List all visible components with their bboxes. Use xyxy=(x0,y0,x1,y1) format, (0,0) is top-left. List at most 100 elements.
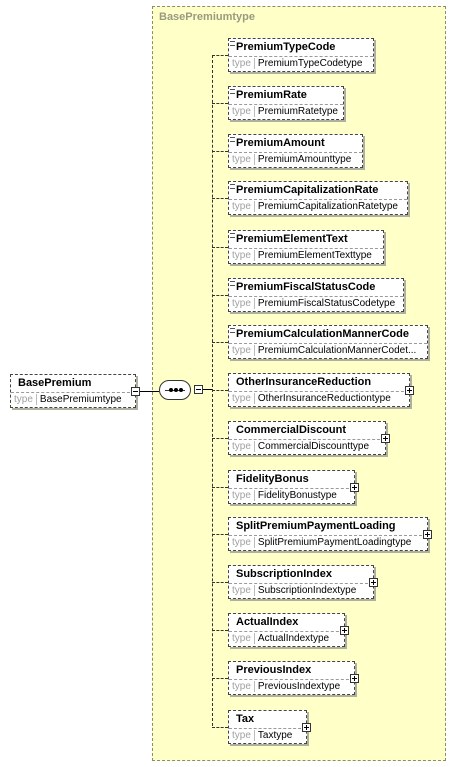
child-element-name: PremiumCalculationMannerCode xyxy=(236,328,409,340)
child-element-type: PremiumRatetype xyxy=(253,106,338,117)
expand-toggle[interactable] xyxy=(369,578,378,587)
child-element-type: PremiumTypeCodetype xyxy=(253,58,363,69)
type-keyword: type xyxy=(232,298,251,309)
child-connector xyxy=(212,727,228,728)
child-connector xyxy=(212,487,228,488)
expand-toggle[interactable] xyxy=(350,674,359,683)
child-connector xyxy=(212,342,228,343)
sequence-compositor[interactable] xyxy=(159,380,191,400)
child-element-name: PremiumCapitalizationRate xyxy=(236,184,379,196)
root-element-name: BasePremium xyxy=(18,377,92,389)
complex-type-title: BasePremiumtype xyxy=(159,11,255,23)
divider xyxy=(229,199,407,200)
child-element-name: PreviousIndex xyxy=(236,664,312,676)
simple-content-icon xyxy=(230,328,235,333)
child-connector xyxy=(212,678,228,679)
child-connector xyxy=(212,295,228,296)
divider xyxy=(229,439,385,440)
divider xyxy=(229,152,362,153)
divider xyxy=(229,391,409,392)
child-element-name: PremiumAmount xyxy=(236,137,325,149)
divider xyxy=(229,248,383,249)
divider xyxy=(229,728,306,729)
sequence-dot xyxy=(169,388,173,392)
expand-toggle[interactable] xyxy=(350,483,359,492)
divider xyxy=(229,343,427,344)
simple-content-icon xyxy=(230,137,235,142)
child-connector xyxy=(212,247,228,248)
simple-content-icon xyxy=(230,41,235,46)
child-element-name: PremiumRate xyxy=(236,89,307,101)
child-element-type: CommercialDiscounttype xyxy=(253,441,370,452)
sequence-dot xyxy=(174,388,178,392)
divider xyxy=(229,679,354,680)
child-element-type: SubscriptionIndextype xyxy=(253,585,357,596)
divider xyxy=(229,104,343,105)
child-connector xyxy=(212,534,228,535)
child-connector xyxy=(212,630,228,631)
type-keyword: type xyxy=(232,633,251,644)
child-element-type: PremiumFiscalStatusCodetype xyxy=(253,298,396,309)
divider xyxy=(229,631,344,632)
expand-toggle[interactable] xyxy=(302,723,311,732)
divider xyxy=(229,296,403,297)
child-element-type: PremiumAmounttype xyxy=(253,154,352,165)
connector-line xyxy=(140,391,159,392)
expand-toggle[interactable] xyxy=(423,530,432,539)
type-keyword: type xyxy=(232,154,251,165)
child-connector xyxy=(212,438,228,439)
sequence-dot xyxy=(179,388,183,392)
child-connector xyxy=(212,390,228,391)
child-element-name: OtherInsuranceReduction xyxy=(236,376,372,388)
child-element-type: OtherInsuranceReductiontype xyxy=(253,393,391,404)
expand-toggle[interactable] xyxy=(340,626,349,635)
divider xyxy=(11,392,135,393)
type-keyword: type xyxy=(232,250,251,261)
divider xyxy=(229,583,373,584)
simple-content-icon xyxy=(230,184,235,189)
type-keyword: type xyxy=(232,681,251,692)
type-keyword: type xyxy=(232,730,251,741)
child-element-name: Tax xyxy=(236,713,255,725)
child-connector xyxy=(212,151,228,152)
child-element-type: PremiumElementTexttype xyxy=(253,250,372,261)
type-keyword: type xyxy=(232,537,251,548)
expand-toggle[interactable] xyxy=(381,434,390,443)
child-element-name: FidelityBonus xyxy=(236,473,309,485)
simple-content-icon xyxy=(230,233,235,238)
child-element-type: PremiumCapitalizationRatetype xyxy=(253,201,398,212)
child-element-name: SubscriptionIndex xyxy=(236,568,332,580)
divider xyxy=(229,488,354,489)
root-collapse-toggle[interactable] xyxy=(131,387,140,396)
expand-toggle[interactable] xyxy=(405,386,414,395)
child-element-name: SplitPremiumPaymentLoading xyxy=(236,520,396,532)
sequence-collapse-toggle[interactable] xyxy=(194,385,203,394)
